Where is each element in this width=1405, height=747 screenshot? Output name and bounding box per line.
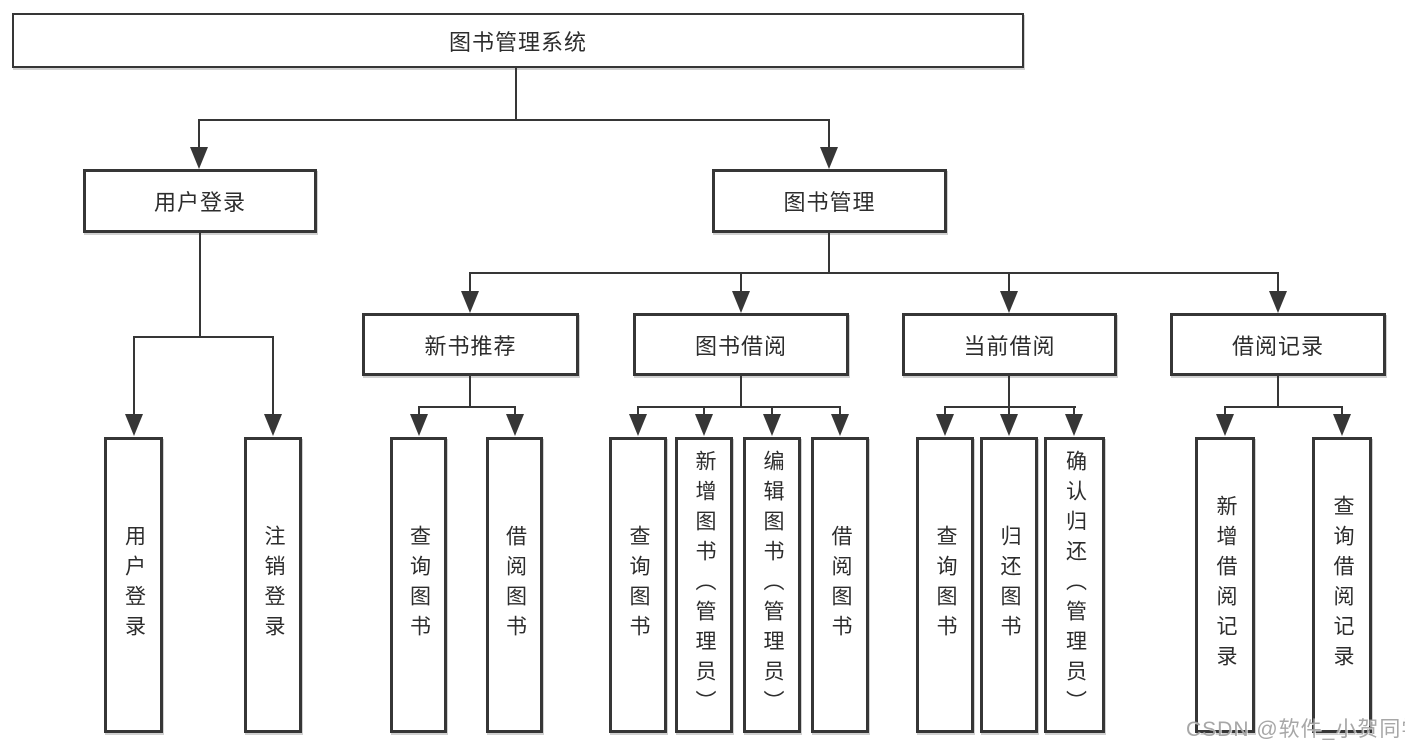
node-borrowing-records: 借阅记录 [1170,313,1386,376]
leaf-label: 查询图书 [407,525,431,645]
connector-line [272,336,274,416]
leaf-label: 查询借阅记录 [1331,495,1355,675]
arrowhead-down [1000,414,1018,436]
connector-line [839,406,841,414]
arrowhead-down [461,291,479,313]
connector-line [469,272,1279,274]
leaf-label: 新增图书（管理员） [693,450,717,720]
connector-line [1277,272,1279,294]
connector-line [740,376,742,408]
leaf-edit-books-admin: 编辑图书（管理员） [743,437,801,733]
leaf-label: 借阅图书 [829,525,853,645]
node-current-borrowing: 当前借阅 [902,313,1117,376]
leaf-confirm-return-admin: 确认归还（管理员） [1044,437,1105,733]
connector-line [199,233,201,338]
arrowhead-down [763,414,781,436]
arrowhead-down [125,414,143,436]
connector-line [740,272,742,294]
leaf-label: 查询图书 [627,525,651,645]
leaf-user-login: 用户登录 [104,437,163,733]
arrowhead-down [936,414,954,436]
arrowhead-down [629,414,647,436]
node-new-book-recommend: 新书推荐 [362,313,579,376]
connector-line [1008,376,1010,408]
leaf-label: 查询图书 [934,525,958,645]
connector-line [514,406,516,414]
leaf-add-books-admin: 新增图书（管理员） [675,437,733,733]
leaf-query-books-recommend: 查询图书 [390,437,447,733]
leaf-logout: 注销登录 [244,437,302,733]
leaf-label: 注销登录 [262,525,286,645]
arrowhead-down [190,147,208,169]
arrowhead-down [1333,414,1351,436]
connector-line [1277,376,1279,408]
connector-line [1224,406,1226,414]
connector-line [828,233,830,274]
connector-line [637,406,841,408]
leaf-query-books-borrowing: 查询图书 [609,437,667,733]
leaf-borrow-books-borrowing: 借阅图书 [811,437,869,733]
arrowhead-down [1269,291,1287,313]
connector-line [1008,406,1010,414]
leaf-label: 用户登录 [122,525,146,645]
leaf-label: 新增借阅记录 [1214,495,1238,675]
arrowhead-down [732,291,750,313]
leaf-add-borrow-record: 新增借阅记录 [1195,437,1255,733]
leaf-query-borrow-record: 查询借阅记录 [1312,437,1372,733]
connector-line [133,336,135,416]
connector-line [418,406,516,408]
connector-line [944,406,1076,408]
node-book-management: 图书管理 [712,169,947,233]
leaf-borrow-books-recommend: 借阅图书 [486,437,543,733]
arrowhead-down [506,414,524,436]
node-user-login: 用户登录 [83,169,317,233]
arrowhead-down [410,414,428,436]
arrowhead-down [1000,291,1018,313]
arrowhead-down [831,414,849,436]
arrowhead-down [820,147,838,169]
connector-line [703,406,705,414]
connector-line [469,272,471,294]
leaf-label: 确认归还（管理员） [1063,450,1087,720]
connector-line [198,119,830,121]
connector-line [1341,406,1343,414]
connector-line [469,376,471,408]
connector-line [637,406,639,414]
connector-line [515,68,517,121]
node-book-borrowing: 图书借阅 [633,313,849,376]
leaf-query-books-current: 查询图书 [916,437,974,733]
connector-line [1073,406,1075,414]
connector-line [198,121,200,150]
leaf-return-books: 归还图书 [980,437,1038,733]
connector-line [133,336,274,338]
connector-line [1008,272,1010,294]
arrowhead-down [695,414,713,436]
leaf-label: 编辑图书（管理员） [761,450,785,720]
csdn-watermark: CSDN @软件_小贺同学 [1186,718,1405,741]
arrowhead-down [264,414,282,436]
arrowhead-down [1216,414,1234,436]
connector-line [418,406,420,414]
leaf-label: 归还图书 [998,525,1022,645]
node-root-library-system: 图书管理系统 [12,13,1024,68]
connector-line [944,406,946,414]
connector-line [1224,406,1343,408]
arrowhead-down [1065,414,1083,436]
leaf-label: 借阅图书 [503,525,527,645]
connector-line [771,406,773,414]
connector-line [828,121,830,150]
